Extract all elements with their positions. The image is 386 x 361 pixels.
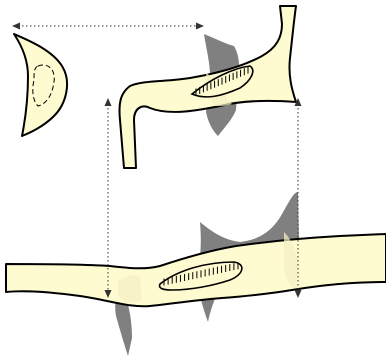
tissue-overlay-bottom-left xyxy=(118,275,142,302)
flap-piece xyxy=(14,34,67,136)
horizontal-span-arrow xyxy=(12,23,204,30)
